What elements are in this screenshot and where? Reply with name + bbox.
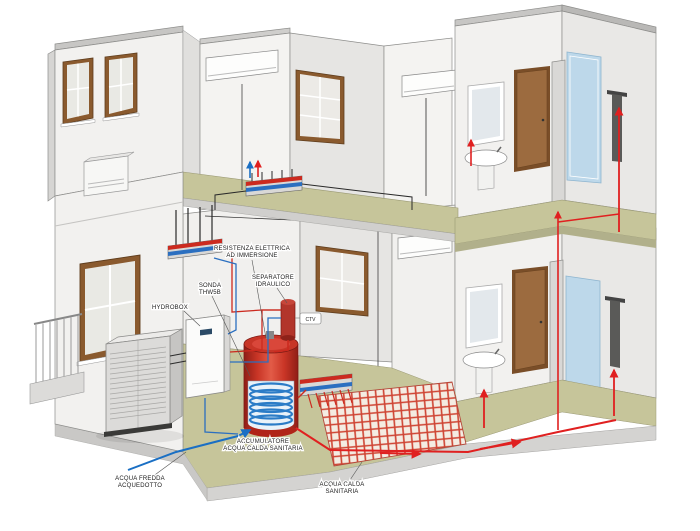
manifold-first-floor: [167, 205, 281, 335]
door-lower: [512, 266, 548, 374]
label-resistenza-line2: AD IMMERSIONE: [226, 253, 277, 259]
outdoor-heat-pump-unit: [96, 328, 184, 443]
label-acqua-fredda-line1: ACQUA FREDDA: [115, 476, 165, 482]
lower-right-bathroom: [454, 205, 657, 408]
door-upper: [514, 66, 550, 172]
hydrobox-unit: [185, 314, 231, 399]
label-hydrobox: HYDROBOX: [152, 305, 188, 311]
window-lower-middle: [315, 245, 369, 317]
manifold-radiant: [273, 340, 353, 409]
label-accumulatore-line2: ACQUA CALDA SANITARIA: [223, 446, 302, 452]
upper-right-bathroom: [454, 4, 657, 219]
upper-left-facade: [47, 25, 184, 202]
ac-wall-unit-upper-right: [401, 69, 457, 98]
upper-interior: [182, 27, 457, 215]
hydraulic-separator: [280, 299, 296, 341]
manifold-second-floor: [214, 84, 427, 210]
cold-water-inlet-pipe: [127, 429, 252, 471]
shower-lower: [565, 275, 625, 391]
mirror-upper: [467, 81, 505, 147]
label-resistenza-line1: RESISTENZA ELETTRICA: [214, 246, 290, 252]
labels: RESISTENZA ELETTRICA AD IMMERSIONE SONDA…: [114, 245, 366, 497]
ctv-box: CTV: [295, 312, 322, 325]
label-accumulatore-line1: ACCUMULATORE: [237, 439, 289, 445]
window-upper-left-2: [102, 52, 140, 122]
ctv-label: CTV: [306, 317, 317, 323]
hot-water-outlet-pipe: [295, 419, 617, 454]
label-sonda-line2: THW5B: [199, 290, 221, 296]
window-upper-left-1: [60, 57, 96, 128]
accumulator-tank: [243, 331, 299, 437]
label-sonda-line1: SONDA: [199, 283, 221, 289]
label-acqua-calda-line1: ACQUA CALDA: [320, 482, 365, 488]
label-separatore-line1: SEPARATORE: [252, 275, 294, 281]
mirror-lower: [465, 283, 503, 349]
label-acqua-fredda-line2: ACQUEDOTTO: [118, 483, 162, 489]
balcony-railing: [29, 313, 85, 405]
tank-coil: [248, 382, 294, 426]
label-separatore-line2: IDRAULICO: [256, 282, 291, 288]
label-acqua-calda-line2: SANITARIA: [325, 489, 358, 495]
radiant-floor: [317, 381, 467, 467]
ac-wall-unit-upper-left: [205, 49, 279, 82]
pipes: [127, 106, 624, 471]
console-ac-unit: [83, 151, 135, 197]
sink-upper: [464, 146, 508, 191]
window-upper-middle: [295, 69, 345, 145]
immersion-heater-fitting: [266, 331, 274, 339]
sink-lower: [462, 348, 506, 395]
